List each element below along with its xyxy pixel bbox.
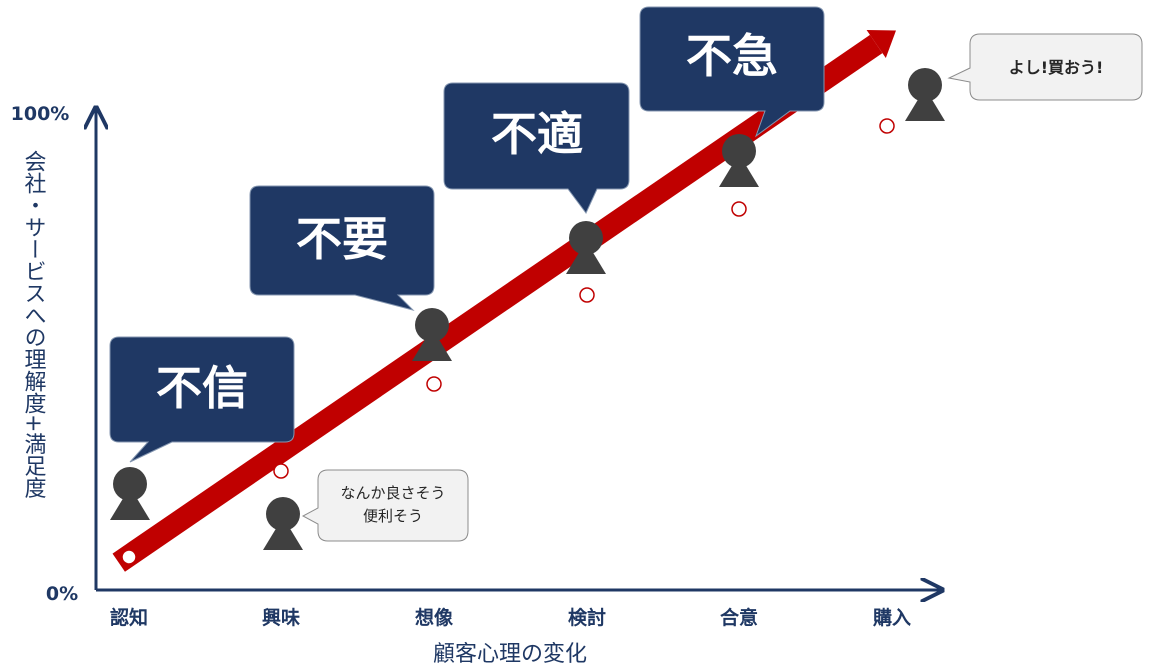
stage-label: 検討 — [568, 606, 606, 629]
stage-dots — [121, 118, 895, 565]
barrier-text: 不要 — [296, 212, 388, 266]
thought-text: なんか良さそう — [340, 484, 445, 502]
thought-text: 便利そう — [363, 507, 423, 525]
stage-dot — [121, 549, 137, 565]
barrier-text: 不信 — [156, 361, 248, 415]
thought-bubble-purchase: よし!買おう! — [947, 33, 1143, 101]
stage-label: 認知 — [110, 606, 148, 629]
x-axis-title: 顧客心理の変化 — [433, 642, 587, 667]
barrier-bubble-not-urgent: 不急 — [639, 6, 825, 138]
stage-label: 合意 — [720, 606, 758, 629]
stage-dot — [579, 287, 595, 303]
progress-arrow — [112, 29, 897, 572]
person-icon — [412, 308, 452, 361]
y-min-label: 0% — [46, 583, 78, 605]
stage-dot — [273, 463, 289, 479]
person-icon — [263, 497, 303, 550]
stage-dot — [731, 201, 747, 217]
barrier-text: 不急 — [686, 29, 778, 83]
y-max-label: 100% — [11, 103, 70, 125]
barrier-bubble-unsuitable: 不適 — [443, 82, 630, 214]
stage-label: 想像 — [415, 606, 454, 629]
stage-labels: 認知 興味 想像 検討 合意 購入 — [110, 606, 911, 629]
barrier-bubble-unneeded: 不要 — [249, 185, 435, 311]
stage-dot — [879, 118, 895, 134]
stage-dot — [426, 376, 442, 392]
person-icon — [566, 221, 606, 274]
person-icon — [905, 68, 945, 121]
person-icon — [719, 134, 759, 187]
y-axis-title: 会社・サービスへの理解度+満足度 — [21, 150, 47, 499]
barrier-bubble-distrust: 不信 — [109, 336, 295, 463]
stage-label: 購入 — [873, 606, 911, 629]
thought-text: よし!買おう! — [1009, 58, 1104, 77]
barrier-text: 不適 — [491, 107, 583, 161]
thought-bubble-interest: なんか良さそう 便利そう — [301, 469, 469, 542]
person-icon — [110, 467, 150, 520]
stage-label: 興味 — [262, 607, 300, 629]
